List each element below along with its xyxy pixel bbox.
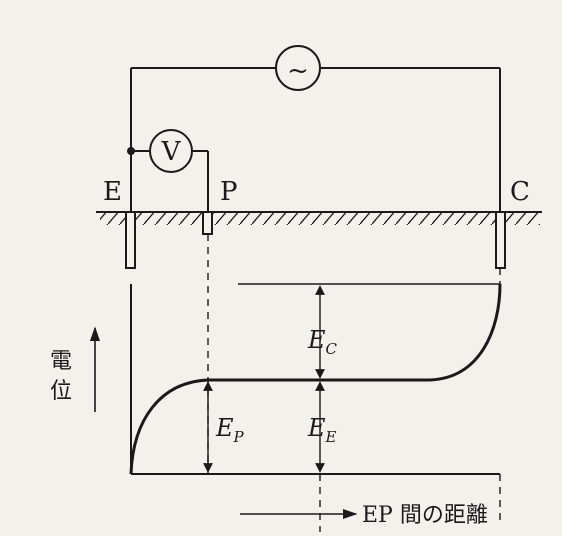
x-axis-label: EP 間の距離 [362, 503, 488, 528]
ac-source-circle [275, 45, 321, 91]
ep-label: EP [215, 414, 245, 446]
y-axis-label-char-1: 電 [50, 349, 72, 374]
ec-label: EC [307, 326, 338, 358]
potential-curve [129, 283, 502, 475]
electrode-p-label: P [220, 177, 238, 207]
junction-dot [127, 147, 135, 155]
y-axis-label-char-2: 位 [50, 379, 72, 404]
electrode-p-rod [202, 211, 213, 235]
ee-label: EE [307, 414, 337, 446]
ac-source-symbol: ~ [287, 56, 309, 86]
circuit [130, 67, 501, 212]
ac-source: ~ [275, 45, 321, 91]
electrode-c-rod [495, 211, 506, 269]
electrode-e-label: E [103, 177, 122, 207]
ground-hatching [100, 212, 540, 225]
ground [96, 211, 542, 225]
voltmeter: V [149, 129, 193, 173]
electrode-c-label: C [510, 177, 530, 207]
electrode-e-rod [125, 211, 136, 269]
voltmeter-symbol: V [161, 137, 182, 167]
voltmeter-circle [149, 129, 193, 173]
potential-graph: EP EC EE 電 位 EP 間の距離 [50, 234, 502, 532]
